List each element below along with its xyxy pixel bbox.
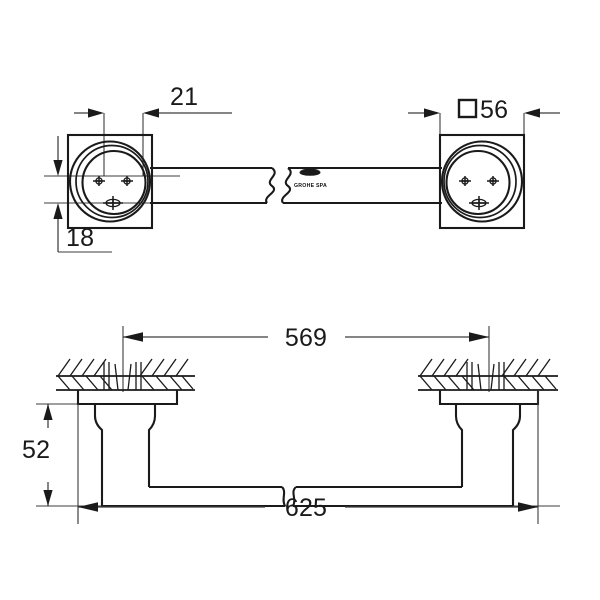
top-view-group: 21 18 xyxy=(44,83,560,253)
towel-bar-tube xyxy=(150,166,442,205)
square-section-symbol xyxy=(457,98,478,119)
dimension-625-label: 625 xyxy=(285,494,327,522)
wall-fixing-ticks-right xyxy=(466,362,505,391)
dimension-625-line xyxy=(78,502,538,512)
wall-fixing-ticks-left xyxy=(103,362,142,391)
dimension-56-label: 56 xyxy=(480,96,508,124)
wall-hatch-right-lower xyxy=(419,375,557,391)
left-mounting-bracket xyxy=(76,390,285,508)
dimension-625: 625 xyxy=(77,390,539,524)
dimension-569-label: 569 xyxy=(285,324,327,352)
bottom-bar-break xyxy=(281,486,297,507)
wall-hatch-left-lower xyxy=(57,375,194,391)
bottom-view-group: 569 xyxy=(22,324,560,524)
grohe-emblem-icon xyxy=(299,169,321,176)
wall-section-left xyxy=(56,358,195,391)
right-rosette-fixing-marks xyxy=(459,176,499,210)
dimension-18: 18 xyxy=(44,136,178,253)
grohe-logo: GROHE SPA xyxy=(294,168,327,189)
dimension-56: 56 xyxy=(408,96,560,134)
grohe-logo-text: GROHE SPA xyxy=(294,183,327,189)
dimension-569: 569 xyxy=(122,324,490,392)
wall-hatch-right-upper xyxy=(419,358,551,377)
left-rosette xyxy=(66,133,154,230)
dimension-52-label: 52 xyxy=(22,436,50,464)
right-mounting-bracket xyxy=(293,390,540,508)
wall-section-right xyxy=(418,358,558,391)
wall-hatch-left-upper xyxy=(57,358,189,377)
right-rosette xyxy=(438,133,526,230)
dimension-21: 21 xyxy=(74,83,232,176)
left-rosette-fixing-marks xyxy=(93,176,133,210)
dimension-21-label: 21 xyxy=(170,83,198,111)
